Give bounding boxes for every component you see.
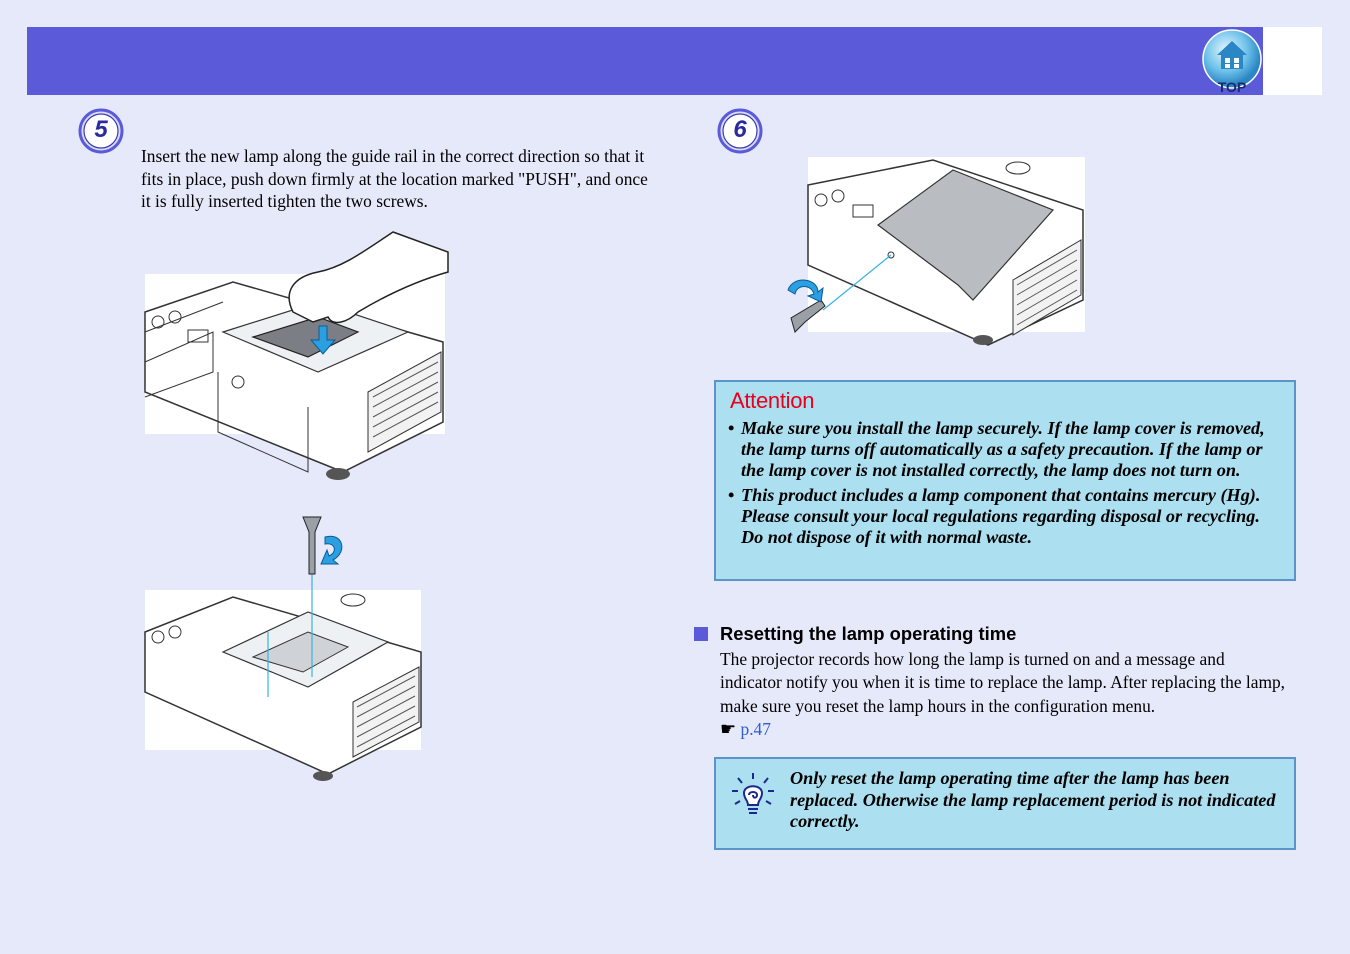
step-5-marker: 5: [78, 108, 124, 154]
lightbulb-tip-icon: [730, 771, 776, 817]
step-5-number: 5: [94, 116, 108, 143]
step-circle-icon: [78, 108, 124, 154]
attention-list: • Make sure you install the lamp securely…: [728, 418, 1283, 552]
page-reference-link[interactable]: p.47: [740, 718, 771, 739]
tighten-screws-illustration: [143, 512, 428, 782]
section-heading: Resetting the lamp operating time: [720, 623, 1017, 644]
tip-text: Only reset the lamp operating time after…: [790, 768, 1276, 831]
top-button-label: TOP: [1217, 79, 1247, 95]
section-body: The projector records how long the lamp …: [720, 648, 1288, 741]
bullet-icon: •: [728, 485, 735, 505]
pointing-hand-icon: ☛: [720, 718, 737, 739]
section-square-icon: [694, 627, 708, 641]
top-button[interactable]: TOP: [1201, 29, 1263, 95]
bullet-icon: •: [728, 418, 735, 438]
home-top-icon: [1202, 29, 1262, 89]
replace-lamp-cover-illustration: [783, 150, 1088, 355]
tip-box: Only reset the lamp operating time after…: [714, 757, 1296, 850]
attention-item-text: This product includes a lamp component t…: [741, 485, 1261, 547]
step-6-marker: 6: [717, 108, 763, 154]
attention-box: Attention • Make sure you install the lam…: [714, 380, 1296, 581]
section-body-text: The projector records how long the lamp …: [720, 649, 1286, 716]
step-5-instruction: Insert the new lamp along the guide rail…: [141, 146, 648, 211]
step-6-number: 6: [733, 116, 747, 143]
attention-item: • Make sure you install the lamp securely…: [728, 418, 1283, 481]
attention-item: • This product includes a lamp component …: [728, 485, 1283, 548]
attention-item-text: Make sure you install the lamp securely.…: [741, 418, 1265, 480]
attention-title: Attention: [730, 388, 815, 413]
page-number-box: [1263, 27, 1322, 95]
insert-lamp-illustration: [143, 222, 453, 487]
header-bar: [27, 27, 1263, 95]
step-circle-icon: [717, 108, 763, 154]
